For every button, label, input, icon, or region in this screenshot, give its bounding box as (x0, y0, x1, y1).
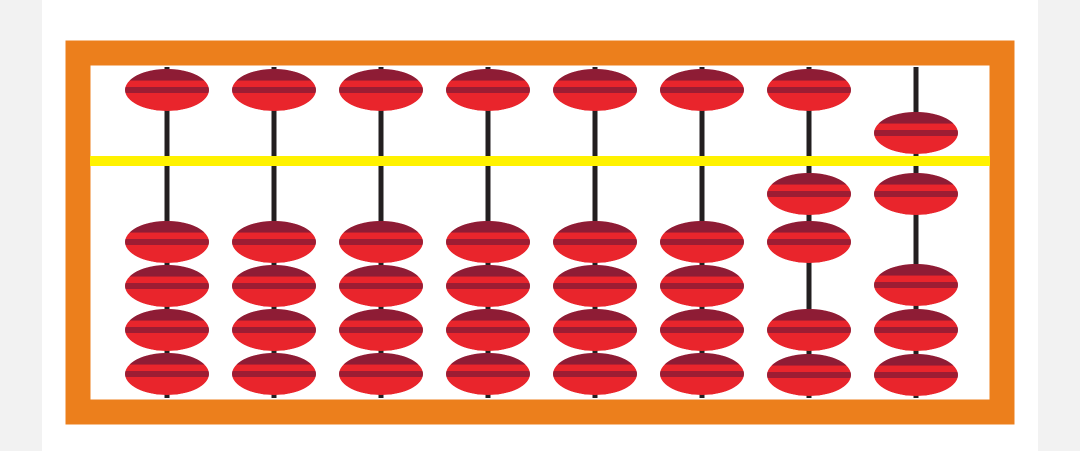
abacus-bead (767, 309, 851, 351)
abacus-bead (339, 265, 423, 307)
abacus-bead (767, 221, 851, 263)
abacus-bead (446, 309, 530, 351)
abacus-bead (339, 353, 423, 395)
abacus-bead (232, 309, 316, 351)
abacus-bead (660, 265, 744, 307)
abacus-bead (553, 265, 637, 307)
abacus-bead (232, 353, 316, 395)
abacus-bead (446, 69, 530, 111)
abacus-bead (767, 354, 851, 396)
abacus-bead (874, 309, 958, 351)
abacus-bead (232, 221, 316, 263)
abacus-bead (125, 221, 209, 263)
abacus-bead (553, 309, 637, 351)
abacus-bead (874, 173, 958, 215)
abacus-bead (125, 69, 209, 111)
abacus-frame (65, 40, 1015, 425)
abacus-bead (446, 353, 530, 395)
abacus-bead (446, 221, 530, 263)
abacus-bead (339, 309, 423, 351)
abacus-bead (767, 69, 851, 111)
abacus-bead (660, 69, 744, 111)
abacus-bead (125, 353, 209, 395)
abacus-bead (660, 353, 744, 395)
abacus-bead (125, 309, 209, 351)
abacus-bead (660, 221, 744, 263)
abacus-bead (874, 354, 958, 396)
abacus-bead (446, 265, 530, 307)
abacus-bead (553, 353, 637, 395)
abacus-bead (232, 265, 316, 307)
abacus-bead (339, 221, 423, 263)
abacus-bead (232, 69, 316, 111)
abacus-bead (125, 265, 209, 307)
abacus-bead (553, 69, 637, 111)
abacus-bead (553, 221, 637, 263)
abacus-bead (767, 173, 851, 215)
abacus-bead (874, 264, 958, 306)
beads-layer (125, 69, 958, 396)
abacus-bead (339, 69, 423, 111)
abacus-bead (660, 309, 744, 351)
abacus-bead (874, 112, 958, 154)
reckoning-beam (90, 156, 990, 166)
